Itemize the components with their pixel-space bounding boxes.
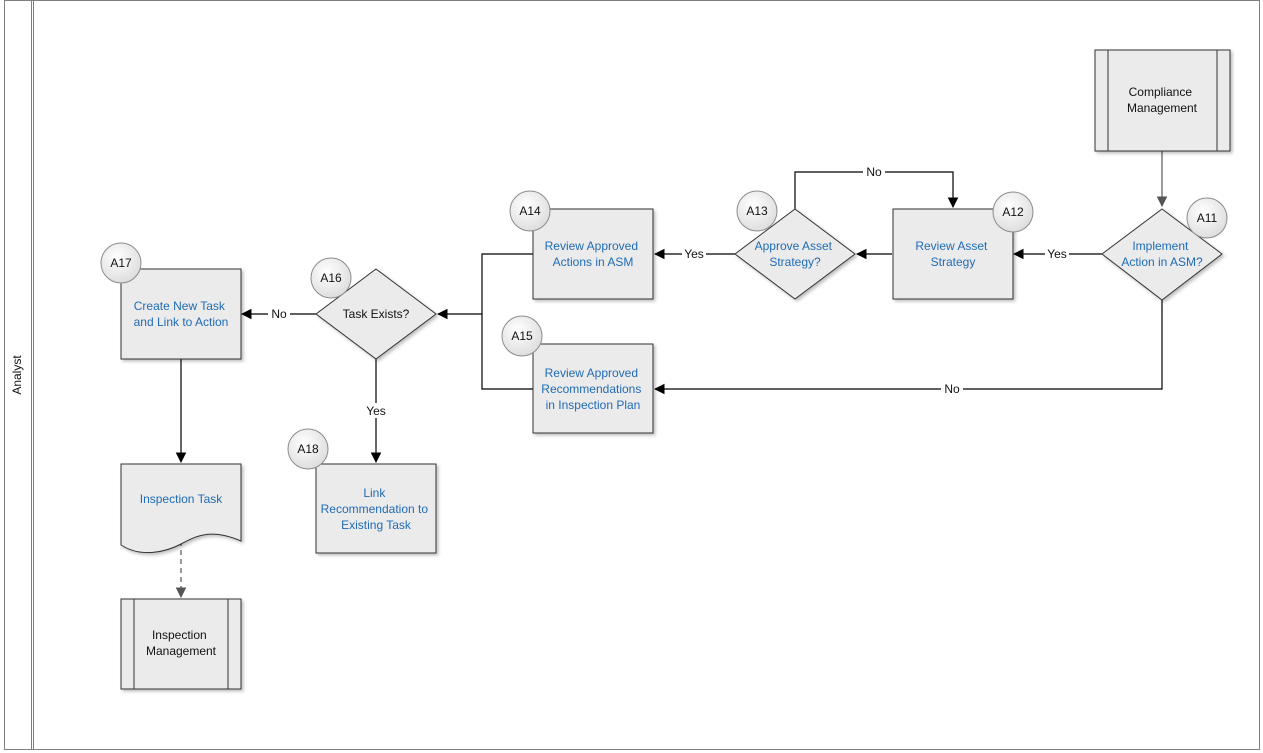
edge-a15-to-a16 bbox=[481, 314, 533, 390]
badge-a16-text: A16 bbox=[320, 271, 342, 285]
badge-a13-text: A13 bbox=[746, 204, 768, 218]
svg-text:Review Approved Actions: Review Approved Actions in ASM bbox=[545, 239, 642, 269]
badge-a15-text: A15 bbox=[511, 329, 533, 343]
badge-a16: A16 bbox=[310, 257, 352, 299]
a18-line-1: Link bbox=[363, 486, 386, 500]
compliance-management-node[interactable]: Compliance Management bbox=[1094, 49, 1231, 152]
a12-process[interactable]: Review Asset Strategy bbox=[892, 208, 1014, 300]
inspection-mgmt-line-1: Inspection bbox=[152, 628, 207, 642]
a14-line-1: Review Approved bbox=[545, 239, 638, 253]
badge-a11-text: A11 bbox=[1197, 211, 1218, 225]
a14-line-2: Actions in ASM bbox=[553, 255, 634, 269]
inspection-task-label: Inspection Task bbox=[140, 492, 223, 506]
a17-line-2: and Link to Action bbox=[134, 315, 229, 329]
a15-line-2: Recommendations bbox=[541, 382, 641, 396]
inspection-task-document[interactable]: Inspection Task bbox=[120, 463, 242, 554]
a15-line-1: Review Approved bbox=[545, 366, 638, 380]
svg-text:Implement Action in ASM?: Implement Action in ASM? bbox=[1121, 239, 1203, 269]
svg-text:Link Recommendation to: Link Recommendation to Existing Task bbox=[321, 486, 432, 532]
badge-a17: A17 bbox=[100, 242, 142, 284]
a13-line-1: Approve Asset bbox=[755, 239, 833, 253]
a18-line-2: Recommendation to bbox=[321, 502, 429, 516]
a13-line-2: Strategy? bbox=[769, 255, 821, 269]
edge-label-a13-no: No bbox=[866, 165, 882, 179]
svg-text:Approve Asset Strategy?: Approve Asset Strategy? bbox=[755, 239, 836, 269]
edge-label-a13-yes: Yes bbox=[684, 247, 704, 261]
badge-a11: A11 bbox=[1186, 197, 1228, 239]
edge-label-a11-yes: Yes bbox=[1047, 247, 1067, 261]
compliance-line-2: Management bbox=[1127, 101, 1198, 115]
svg-text:Inspection Management: Inspection Management bbox=[146, 628, 217, 658]
a18-line-3: Existing Task bbox=[341, 518, 412, 532]
badge-a15: A15 bbox=[501, 315, 543, 357]
a17-process[interactable]: Create New Task and Link to Action bbox=[120, 268, 242, 360]
badge-a18-text: A18 bbox=[297, 442, 319, 456]
svg-text:Task Exists?: Task Exists? bbox=[343, 307, 410, 321]
badge-a13: A13 bbox=[736, 190, 778, 232]
edge-labels: Yes No Yes No No Yes bbox=[268, 164, 1069, 418]
badge-a12-text: A12 bbox=[1002, 205, 1024, 219]
a18-process[interactable]: Link Recommendation to Existing Task bbox=[315, 463, 437, 554]
edge-label-a16-yes: Yes bbox=[366, 404, 386, 418]
inspection-mgmt-line-2: Management bbox=[146, 644, 217, 658]
svg-text:Inspection Task: Inspection Task bbox=[140, 492, 223, 506]
lane-label: Analyst bbox=[10, 355, 24, 395]
inspection-management-node[interactable]: Inspection Management bbox=[120, 598, 242, 690]
a12-line-1: Review Asset bbox=[915, 239, 988, 253]
edge-label-a16-no: No bbox=[271, 307, 287, 321]
svg-text:Create New Task and Link: Create New Task and Link to Action bbox=[134, 299, 229, 329]
svg-text:Review Approved Recommen: Review Approved Recommendations in Inspe… bbox=[541, 366, 644, 412]
a16-line-1: Task Exists? bbox=[343, 307, 410, 321]
badge-a12: A12 bbox=[992, 191, 1034, 233]
badge-a18: A18 bbox=[287, 428, 329, 470]
badge-a14-text: A14 bbox=[519, 204, 541, 218]
edge-label-a11-no: No bbox=[944, 382, 960, 396]
a15-line-3: in Inspection Plan bbox=[546, 398, 641, 412]
step-badges: A11 A12 A13 A14 A15 A16 A17 A18 bbox=[100, 190, 1228, 470]
a15-process[interactable]: Review Approved Recommendations in Inspe… bbox=[532, 343, 654, 434]
a14-process[interactable]: Review Approved Actions in ASM bbox=[532, 208, 654, 300]
edge-a14-to-a16 bbox=[436, 253, 533, 320]
a12-line-2: Strategy bbox=[931, 255, 976, 269]
compliance-line-1: Compliance bbox=[1129, 85, 1193, 99]
badge-a17-text: A17 bbox=[110, 256, 132, 270]
svg-text:Review Asset Strategy: Review Asset Strategy bbox=[915, 239, 990, 269]
edge-a11-no bbox=[653, 300, 1163, 395]
a17-line-1: Create New Task bbox=[134, 299, 226, 313]
a13-decision[interactable]: Approve Asset Strategy? bbox=[734, 208, 856, 300]
svg-text:Compliance Management: Compliance Management bbox=[1127, 85, 1198, 115]
a11-line-1: Implement bbox=[1132, 239, 1189, 253]
a11-line-2: Action in ASM? bbox=[1121, 255, 1203, 269]
badge-a14: A14 bbox=[509, 190, 551, 232]
